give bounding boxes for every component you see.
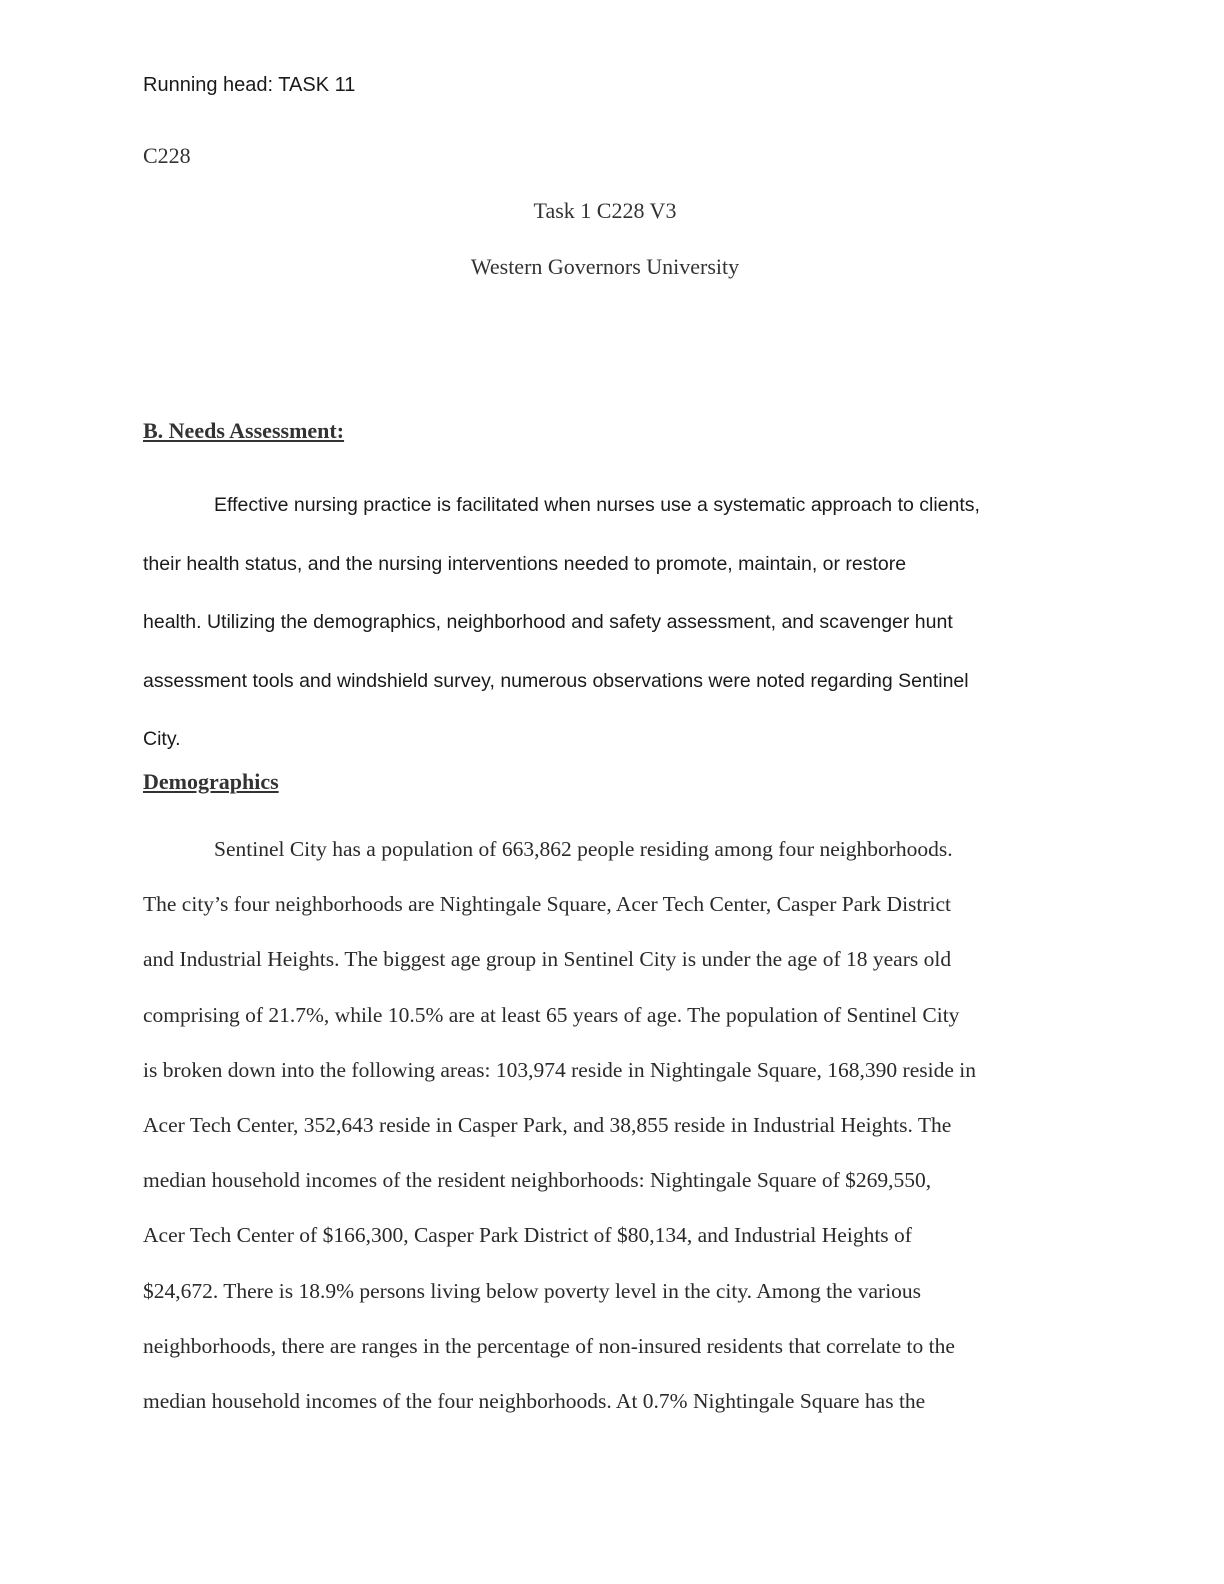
paragraph-line: Acer Tech Center of $166,300, Casper Par… [143, 1223, 912, 1248]
paragraph-line: Sentinel City has a population of 663,86… [214, 837, 953, 861]
needs-assessment-paragraph: Effective nursing practice is facilitate… [143, 476, 980, 769]
paragraph-line: median household incomes of the resident… [143, 1168, 932, 1193]
running-head: Running head: TASK 11 [143, 74, 356, 96]
institution-name: Western Governors University [470, 254, 740, 279]
paragraph-line: their health status, and the nursing int… [143, 552, 907, 575]
paragraph-line: is broken down into the following areas:… [143, 1057, 976, 1082]
paragraph-line: Acer Tech Center, 352,643 reside in Casp… [143, 1113, 952, 1138]
section-heading-needs-assessment: B. Needs Assessment: [143, 418, 345, 443]
document-title: Task 1 C228 V3 [533, 198, 677, 223]
paragraph-line: and Industrial Heights. The biggest age … [143, 947, 952, 972]
section-heading-demographics: Demographics [143, 769, 279, 794]
paragraph-line: City. [143, 728, 181, 751]
demographics-paragraph: Sentinel City has a population of 663,86… [143, 822, 976, 1429]
paragraph-line: $24,672. There is 18.9% persons living b… [143, 1278, 922, 1303]
paragraph-line: Effective nursing practice is facilitate… [214, 494, 980, 516]
paragraph-line: median household incomes of the four nei… [143, 1389, 926, 1414]
paragraph-line: The city’s four neighborhoods are Nighti… [143, 892, 952, 917]
paragraph-line: health. Utilizing the demographics, neig… [143, 611, 953, 634]
paragraph-line: neighborhoods, there are ranges in the p… [143, 1333, 955, 1358]
paragraph-line: comprising of 21.7%, while 10.5% are at … [143, 1002, 960, 1027]
course-code: C228 [143, 143, 191, 168]
paragraph-line: assessment tools and windshield survey, … [143, 669, 969, 692]
